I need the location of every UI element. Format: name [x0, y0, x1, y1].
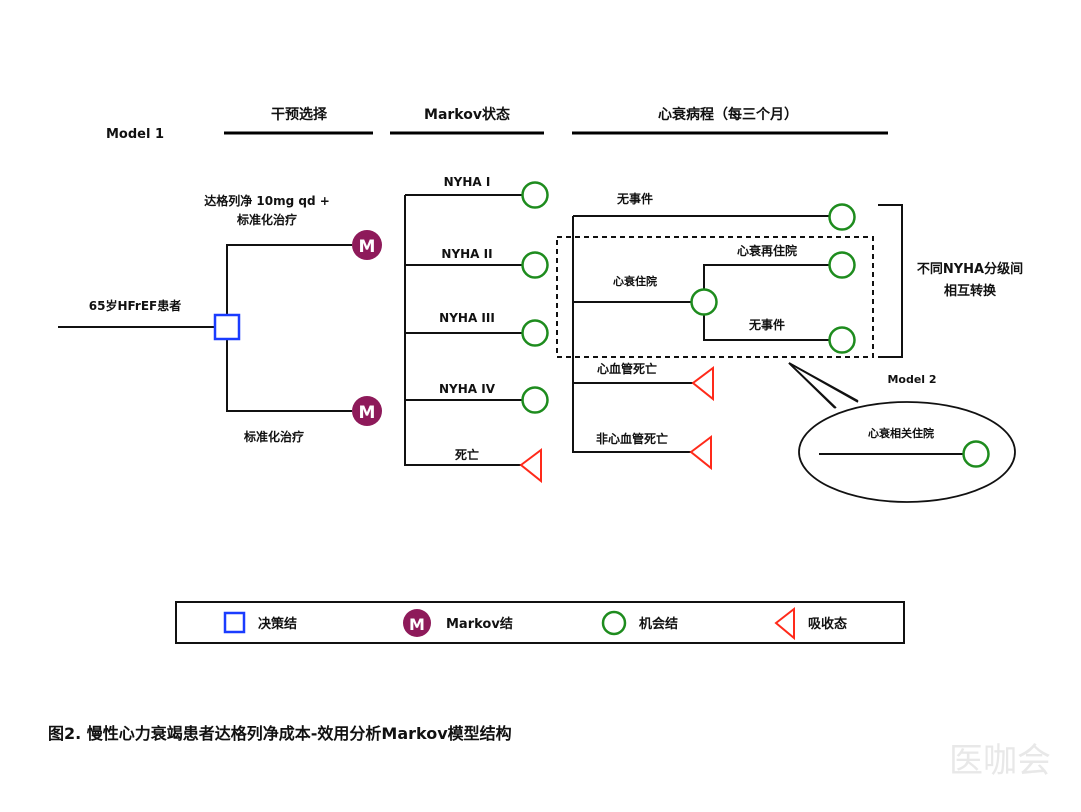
state-label-nyha4: NYHA IV — [439, 382, 496, 396]
course-label-hospitalization: 心衰住院 — [613, 274, 657, 288]
markov-node-glyph: M — [409, 615, 425, 634]
markov-node-icon: M — [352, 396, 382, 426]
arm-branch-dapagliflozin — [226, 244, 352, 314]
arm-branch-standard — [226, 340, 352, 412]
markov-node-icon — [403, 609, 431, 637]
chance-node-icon — [828, 203, 856, 231]
terminal-node-icon — [774, 606, 795, 641]
chance-node-icon — [601, 610, 627, 636]
branch-rehospitalization — [703, 264, 829, 289]
state-label-death: 死亡 — [455, 447, 479, 462]
model2-title: Model 2 — [887, 373, 936, 386]
figure-caption: 图2. 慢性心力衰竭患者达格列净成本-效用分析Markov模型结构 — [48, 724, 512, 743]
chance-node-icon — [962, 440, 990, 468]
arm-label-1-line1: 达格列净 10mg qd + — [204, 193, 330, 208]
arm-label-2: 标准化治疗 — [243, 429, 304, 444]
header-course: 心衰病程（每三个月） — [658, 106, 798, 123]
legend-label-decision: 决策结 — [258, 616, 297, 632]
course-label-no-event-after: 无事件 — [748, 317, 785, 332]
watermark-logo: 医咖会 — [949, 741, 1051, 781]
legend: 决策结 M Markov结 机会结 吸收态 — [175, 601, 905, 644]
state-label-nyha3: NYHA III — [439, 311, 495, 325]
transition-note-line2: 相互转换 — [944, 283, 997, 299]
root-label: 65岁HFrEF患者 — [89, 298, 182, 313]
markov-node-icon: M — [352, 230, 382, 260]
legend-label-terminal: 吸收态 — [808, 616, 847, 632]
branch-no-event-after — [703, 315, 829, 341]
course-label-no-event: 无事件 — [616, 191, 653, 206]
state-label-nyha2: NYHA II — [441, 247, 492, 261]
markov-node-glyph: M — [359, 403, 376, 423]
chance-node-icon — [521, 319, 549, 347]
decision-node-icon — [213, 313, 241, 341]
transition-bracket — [878, 204, 903, 358]
header-intervention: 干预选择 — [271, 106, 328, 123]
model2-label: 心衰相关住院 — [868, 426, 934, 440]
chance-node-icon — [828, 251, 856, 279]
model1-label: Model 1 — [106, 127, 164, 142]
legend-label-chance: 机会结 — [639, 616, 678, 632]
terminal-node-icon — [689, 435, 712, 471]
transition-note-line1: 不同NYHA分级间 — [917, 261, 1023, 277]
terminal-node-icon — [519, 448, 542, 484]
legend-box — [175, 601, 905, 644]
legend-label-markov: Markov结 — [446, 616, 513, 632]
hospitalization-subtree-box — [556, 236, 874, 358]
markov-node-glyph: M — [359, 237, 376, 257]
chance-node-icon — [521, 386, 549, 414]
arm-label-1-line2: 标准化治疗 — [236, 212, 297, 227]
state-label-nyha1: NYHA I — [444, 175, 491, 189]
course-label-cv-death: 心血管死亡 — [597, 361, 657, 376]
chance-node-icon — [690, 288, 718, 316]
model2-callout — [788, 362, 1016, 503]
course-label-rehospitalization: 心衰再住院 — [737, 243, 797, 258]
terminal-node-icon — [691, 366, 714, 402]
course-label-non-cv-death: 非心血管死亡 — [596, 431, 668, 446]
chance-node-icon — [521, 251, 549, 279]
chance-node-icon — [521, 181, 549, 209]
header-markov-states: Markov状态 — [424, 106, 510, 123]
chance-node-icon — [828, 326, 856, 354]
decision-node-icon — [223, 611, 246, 634]
